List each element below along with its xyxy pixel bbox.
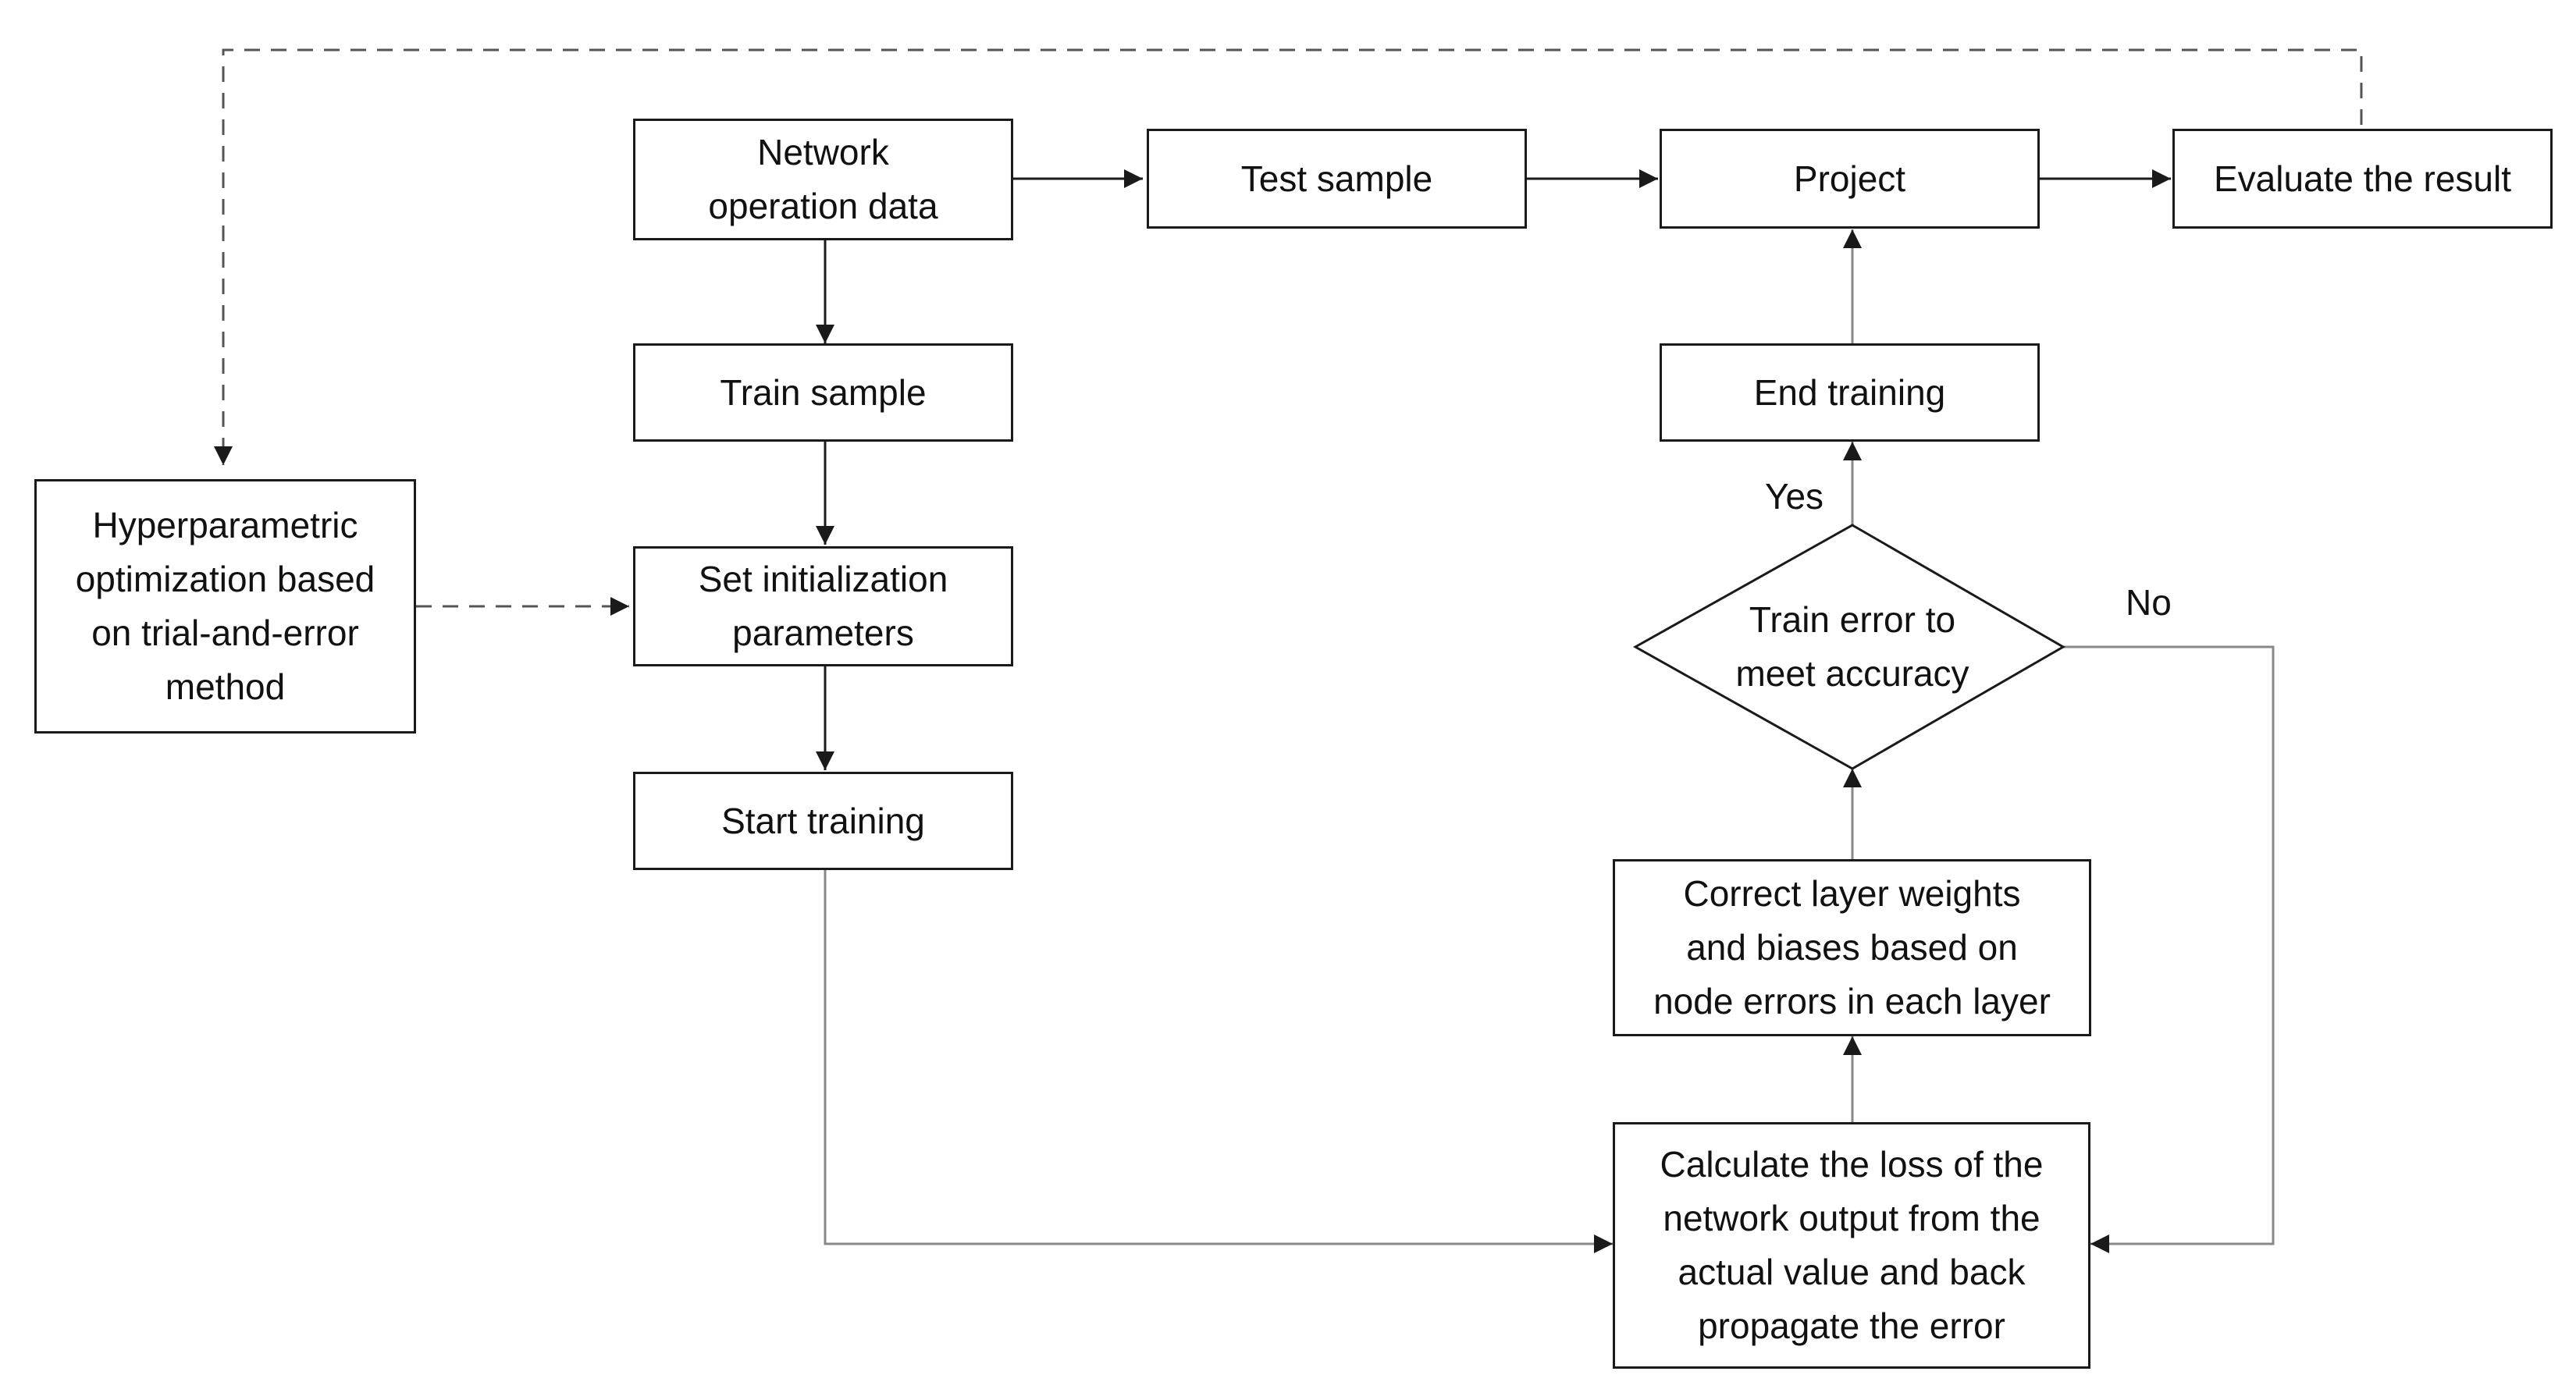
train-sample-box: Train sample	[633, 343, 1013, 442]
test-sample-box: Test sample	[1147, 129, 1527, 229]
end-training-box: End training	[1660, 343, 2040, 442]
yes-label: Yes	[1765, 476, 1824, 517]
network-operation-data-box: Network operation data	[633, 119, 1013, 240]
correct-layer-weights-box: Correct layer weights and biases based o…	[1613, 859, 2091, 1036]
arrow-start-to-calculate	[824, 870, 1613, 1253]
project-box: Project	[1660, 129, 2040, 229]
hyperparametric-optimization-box: Hyperparametric optimization based on tr…	[34, 479, 416, 734]
set-initialization-parameters-box: Set initialization parameters	[633, 546, 1013, 666]
decision-diamond	[1632, 524, 2065, 770]
dashed-feedback-line	[214, 48, 2363, 465]
arrow-decision-no-to-calculate	[2063, 645, 2275, 1253]
evaluate-the-result-box: Evaluate the result	[2172, 129, 2553, 229]
decision-label: Train error to meet accuracy	[1735, 599, 1969, 694]
calculate-loss-box: Calculate the loss of the network output…	[1613, 1122, 2090, 1369]
start-training-box: Start training	[633, 772, 1013, 870]
no-label: No	[2126, 582, 2172, 623]
